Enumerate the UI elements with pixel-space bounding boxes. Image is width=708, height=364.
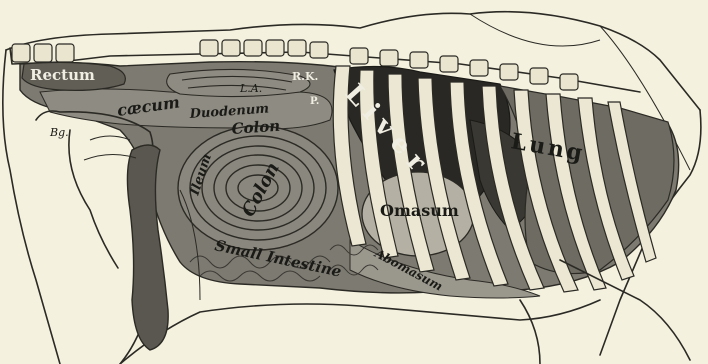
label-rk: R.K. [292, 70, 318, 83]
upper-gut-loops [167, 69, 310, 96]
label-omasum: Omasum [380, 201, 459, 220]
label-bg: Bg. [49, 126, 69, 139]
label-colon-upper: Colon [231, 117, 281, 138]
label-la: L.A. [239, 82, 262, 95]
label-p: P. [310, 96, 319, 107]
label-rectum: Rectum [30, 66, 95, 84]
